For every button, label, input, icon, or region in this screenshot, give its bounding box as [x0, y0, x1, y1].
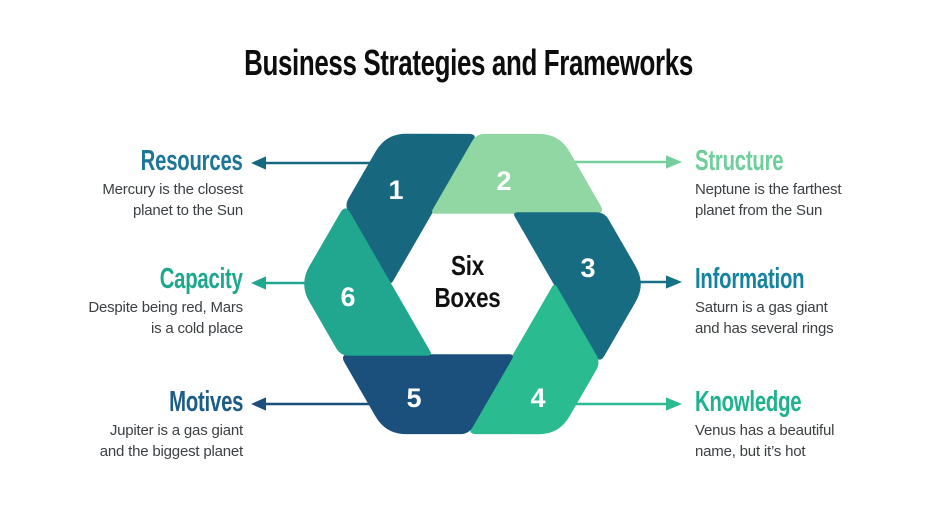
- arrowhead-left-icon: [251, 276, 266, 290]
- hexagon-weave: [304, 133, 641, 435]
- label-structure: Structure Neptune is the farthest planet…: [695, 145, 842, 221]
- label-body: Venus has a beautiful name, but it’s hot: [695, 422, 835, 460]
- label-body: Mercury is the closest planet to the Sun: [102, 181, 243, 219]
- label-body: Jupiter is a gas giant and the biggest p…: [99, 422, 243, 460]
- label-resources: Resources Mercury is the closest planet …: [97, 146, 243, 221]
- hexagon-number-2: 2: [496, 166, 511, 196]
- label-motives: Motives Jupiter is a gas giant and the b…: [100, 387, 243, 462]
- label-body: Despite being red, Mars is a cold place: [88, 299, 243, 337]
- label-heading: Knowledge: [695, 386, 802, 418]
- label-heading: Resources: [141, 145, 243, 177]
- center-label-line1: Six: [451, 250, 484, 281]
- label-information: Information Saturn is a gas giant and ha…: [695, 264, 851, 339]
- arrowhead-left-icon: [251, 156, 266, 170]
- label-heading: Structure: [695, 145, 784, 177]
- arrowhead-right-icon: [666, 155, 682, 169]
- hexagon-band-6: [304, 208, 431, 356]
- hexagon-number-5: 5: [406, 383, 421, 413]
- center-label-line2: Boxes: [434, 282, 501, 313]
- label-heading: Information: [695, 263, 805, 295]
- hexagon-number-4: 4: [530, 383, 545, 413]
- arrowhead-right-icon: [666, 397, 682, 411]
- label-knowledge: Knowledge Venus has a beautiful name, bu…: [695, 387, 847, 462]
- hexagon-number-6: 6: [340, 282, 355, 312]
- page-title: Business Strategies and Frameworks: [244, 42, 693, 83]
- label-heading: Motives: [168, 386, 243, 418]
- center-label: Six Boxes: [411, 250, 524, 314]
- hexagon-number-1: 1: [388, 175, 403, 205]
- label-heading: Capacity: [160, 263, 243, 295]
- arrowhead-right-icon: [666, 275, 682, 289]
- hexagon-number-3: 3: [580, 253, 595, 283]
- label-body: Saturn is a gas giant and has several ri…: [695, 299, 834, 337]
- label-capacity: Capacity Despite being red, Mars is a co…: [88, 264, 243, 339]
- arrowhead-left-icon: [251, 397, 266, 411]
- label-body: Neptune is the farthest planet from the …: [695, 181, 842, 219]
